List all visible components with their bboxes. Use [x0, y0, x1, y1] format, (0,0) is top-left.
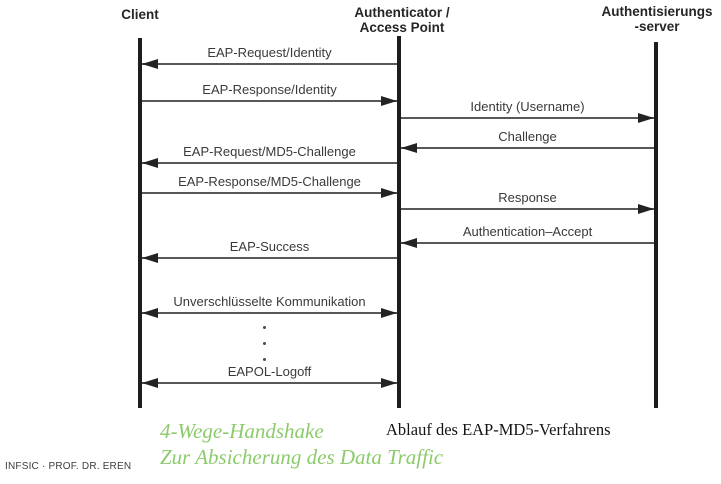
- message-arrow: Challenge: [399, 127, 656, 153]
- message-line: [142, 100, 397, 102]
- message-label: EAP-Response/Identity: [202, 82, 337, 97]
- message-label: EAP-Request/MD5-Challenge: [183, 144, 356, 159]
- message-line: [401, 208, 654, 210]
- message-label: Challenge: [498, 129, 557, 144]
- arrowhead-left-icon: [401, 238, 417, 248]
- continuation-dot-icon: [263, 342, 266, 345]
- arrowhead-left-icon: [401, 143, 417, 153]
- message-line: [142, 382, 397, 384]
- message-arrow: EAP-Request/Identity: [140, 43, 399, 69]
- message-line: [401, 242, 654, 244]
- arrowhead-right-icon: [381, 308, 397, 318]
- message-arrow: Response: [399, 188, 656, 214]
- message-label: EAP-Success: [229, 239, 310, 254]
- message-label: EAPOL-Logoff: [227, 364, 312, 379]
- arrowhead-right-icon: [381, 378, 397, 388]
- caption-handshake-line2: Zur Absicherung des Data Traffic: [160, 445, 444, 469]
- arrowhead-left-icon: [142, 253, 158, 263]
- message-line: [401, 147, 654, 149]
- diagram-title: Ablauf des EAP-MD5-Verfahrens: [386, 420, 611, 439]
- message-arrow: EAPOL-Logoff: [140, 362, 399, 388]
- message-label: Response: [498, 190, 557, 205]
- continuation-dot-icon: [263, 358, 266, 361]
- message-label: Unverschlüsselte Kommunikation: [173, 294, 366, 309]
- message-line: [142, 63, 397, 65]
- message-arrow: EAP-Success: [140, 237, 399, 263]
- lifeline-client: [138, 38, 142, 408]
- message-arrow: EAP-Request/MD5-Challenge: [140, 142, 399, 168]
- arrowhead-right-icon: [381, 188, 397, 198]
- arrowhead-left-icon: [142, 378, 158, 388]
- actor-authenticator-label: Authenticator /Access Point: [327, 5, 477, 35]
- arrowhead-left-icon: [142, 158, 158, 168]
- arrowhead-right-icon: [381, 96, 397, 106]
- actor-label-line: Access Point: [359, 19, 445, 35]
- caption-handshake-line1: 4-Wege-Handshake: [160, 419, 324, 443]
- arrowhead-right-icon: [638, 204, 654, 214]
- actor-label-line: Authenticator /: [354, 5, 450, 20]
- actor-client-label: Client: [90, 7, 190, 23]
- actor-label-line: -server: [634, 18, 680, 34]
- message-label: EAP-Response/MD5-Challenge: [178, 174, 361, 189]
- lifeline-authenticator: [397, 36, 401, 408]
- arrowhead-left-icon: [142, 308, 158, 318]
- continuation-dot-icon: [263, 326, 266, 329]
- message-arrow: EAP-Response/Identity: [140, 80, 399, 106]
- arrowhead-left-icon: [142, 59, 158, 69]
- message-label: Identity (Username): [470, 99, 585, 114]
- message-arrow: Unverschlüsselte Kommunikation: [140, 292, 399, 318]
- actor-label-line: Authentisierungs: [601, 4, 713, 19]
- message-label: Authentication–Accept: [462, 224, 593, 239]
- footer-credit: INFSIC · PROF. DR. EREN: [5, 461, 132, 472]
- message-arrow: Authentication–Accept: [399, 222, 656, 248]
- message-line: [401, 117, 654, 119]
- actor-server-label: Authentisierungs-server: [582, 4, 721, 34]
- lifeline-server: [654, 42, 658, 408]
- message-line: [142, 312, 397, 314]
- message-arrow: EAP-Response/MD5-Challenge: [140, 172, 399, 198]
- message-line: [142, 257, 397, 259]
- message-line: [142, 162, 397, 164]
- message-label: EAP-Request/Identity: [207, 45, 332, 60]
- arrowhead-right-icon: [638, 113, 654, 123]
- message-line: [142, 192, 397, 194]
- message-arrow: Identity (Username): [399, 97, 656, 123]
- actor-label-line: Client: [121, 7, 159, 22]
